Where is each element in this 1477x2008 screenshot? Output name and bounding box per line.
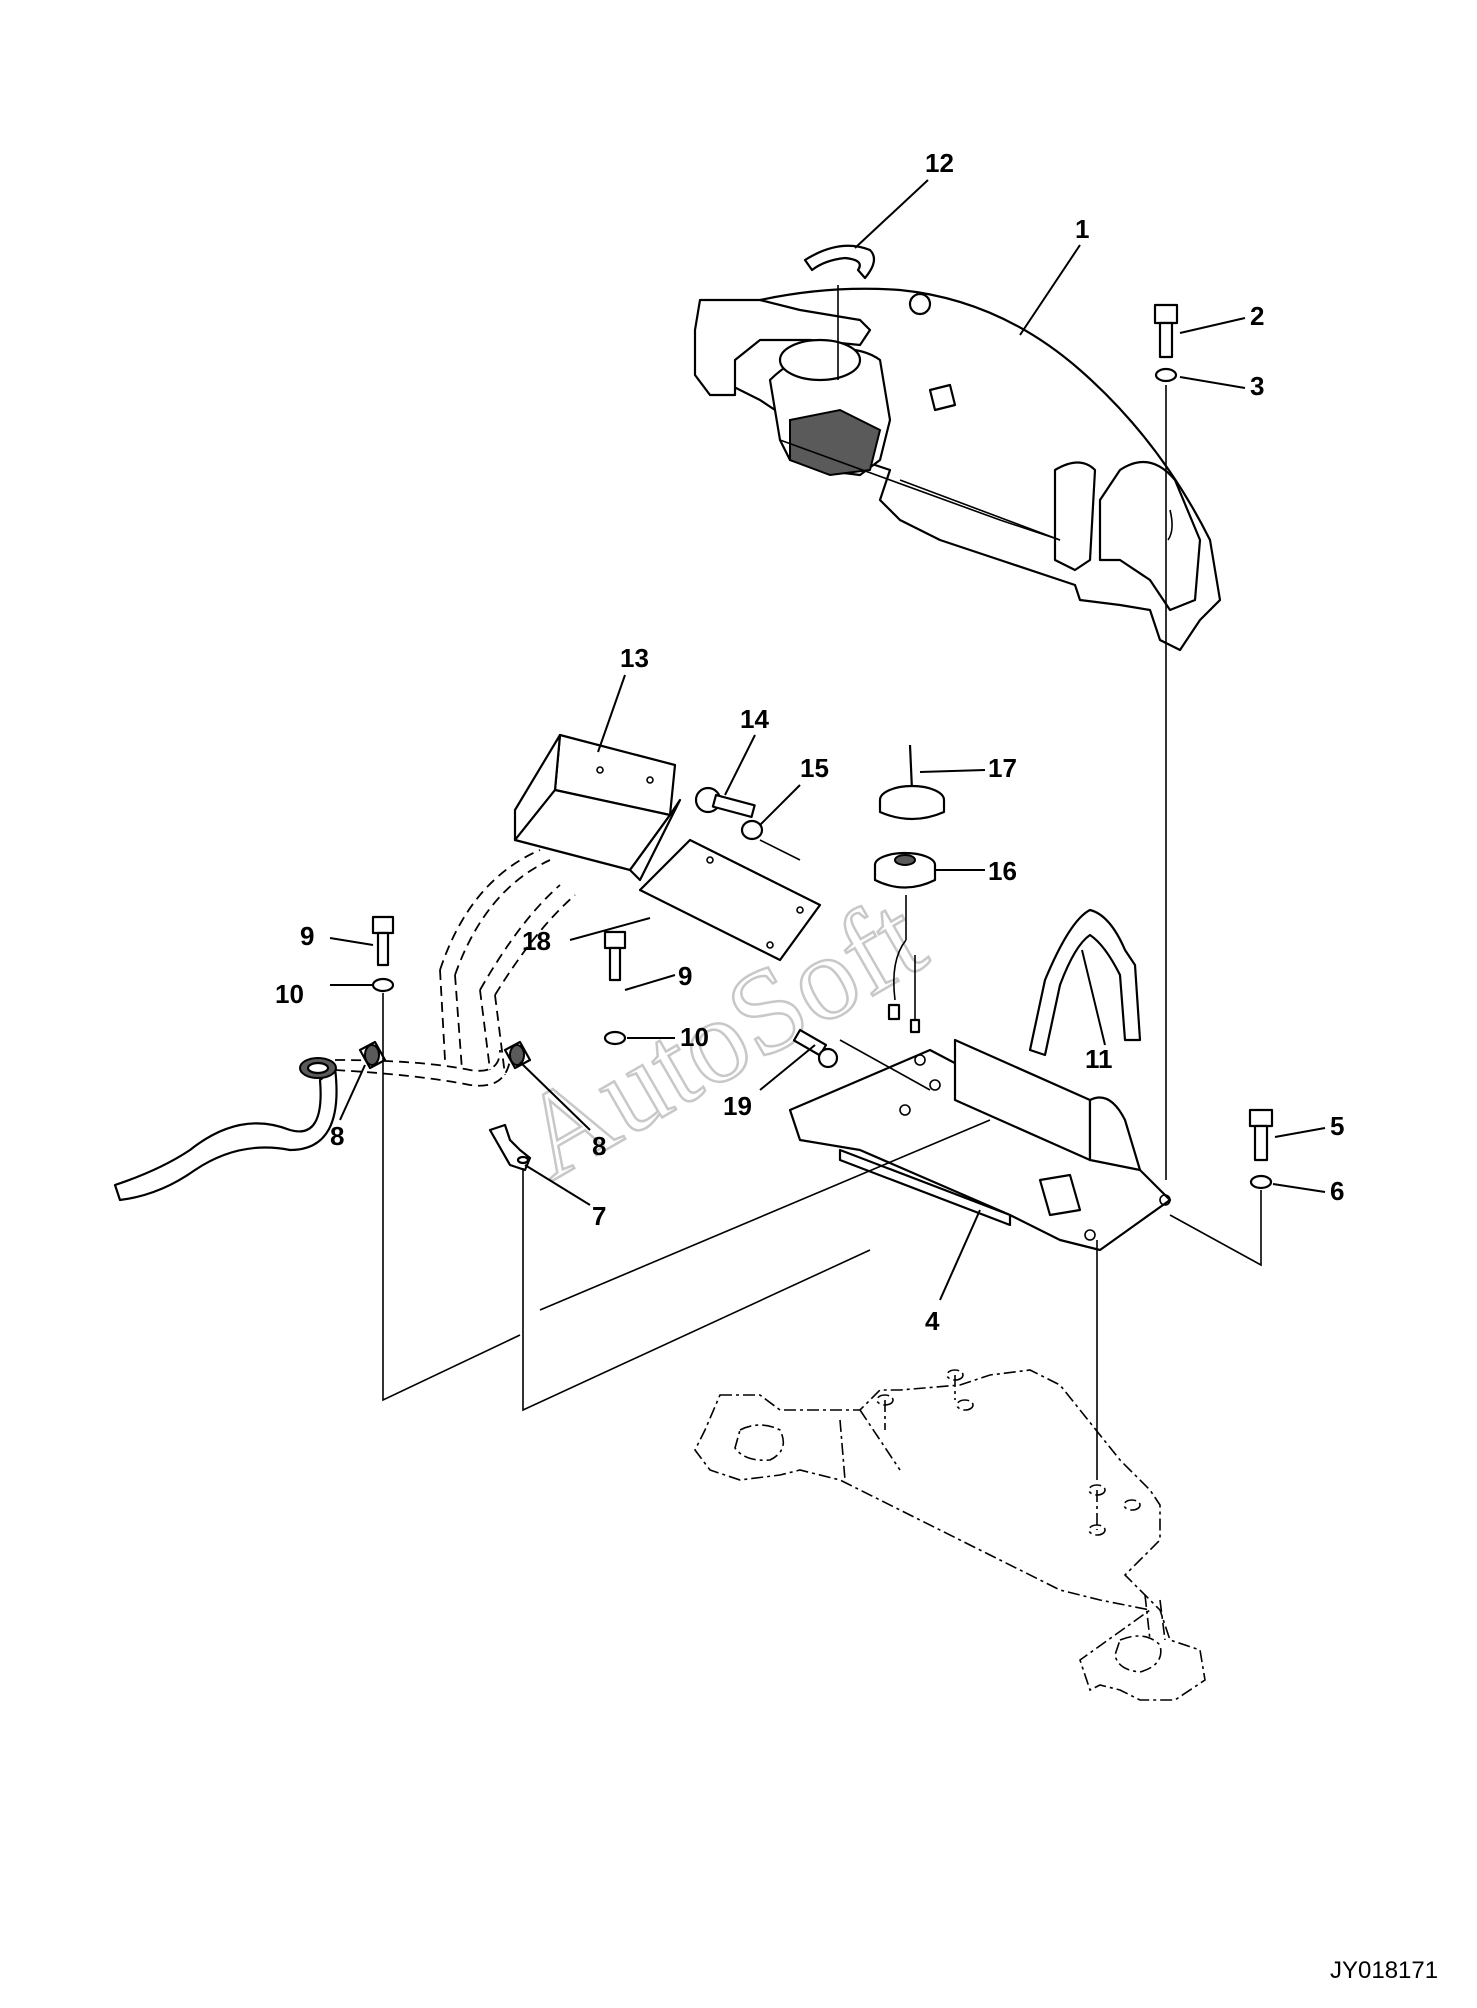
part-9-bolt-center [603, 930, 627, 982]
callout-1: 1 [1075, 214, 1089, 244]
part-5-bolt [1248, 1108, 1274, 1162]
leader-15 [759, 784, 801, 826]
part-10-washer-center [603, 1030, 627, 1046]
leader-5 [1274, 1127, 1326, 1138]
part-19-bolt [792, 1028, 839, 1069]
callout-12: 12 [925, 148, 954, 178]
leader-3 [1179, 376, 1246, 389]
callout-9a: 9 [300, 921, 314, 951]
callout-4: 4 [925, 1306, 940, 1336]
leader-19 [759, 1044, 816, 1091]
leader-12 [854, 179, 929, 249]
callout-8b: 8 [592, 1131, 606, 1161]
axis-tray-left [539, 1119, 991, 1311]
axis-bracket-19 [839, 1039, 931, 1091]
leader-4 [939, 1209, 981, 1301]
part-15-washer [740, 819, 764, 841]
axis-left-clamp [522, 1168, 871, 1412]
cable-harness [113, 849, 576, 1202]
drawing-id: JY018171 [1330, 1957, 1438, 1984]
leader-6 [1272, 1183, 1326, 1193]
part-12-clip [803, 244, 876, 280]
part-13-controller [513, 733, 682, 882]
leader-8a [339, 1064, 366, 1121]
callout-19: 19 [723, 1091, 752, 1121]
callout-3: 3 [1250, 371, 1264, 401]
axis-15-18 [759, 839, 801, 861]
part-7-hole [516, 1155, 530, 1165]
callout-15: 15 [800, 753, 829, 783]
leader-13 [597, 674, 626, 753]
leader-2 [1179, 317, 1246, 334]
leader-8b [519, 1061, 591, 1131]
callout-7: 7 [592, 1201, 606, 1231]
part-1-cover [693, 287, 1222, 652]
leader-7 [524, 1164, 591, 1206]
leader-9b [624, 974, 676, 991]
leader-18 [569, 917, 651, 941]
callout-2: 2 [1250, 301, 1264, 331]
machine-frame [694, 1369, 1206, 1701]
callout-16: 16 [988, 856, 1017, 886]
part-9-bolt-left [371, 915, 395, 967]
leader-1 [1019, 244, 1081, 336]
part-14-bolt [694, 786, 756, 819]
callout-9b: 9 [678, 961, 692, 991]
part-4-tray [788, 1038, 1172, 1252]
part-16-mount [873, 851, 937, 1034]
callout-10b: 10 [680, 1022, 709, 1052]
leader-17 [919, 769, 986, 773]
callout-14: 14 [740, 704, 769, 734]
part-10-washer-left [371, 977, 395, 993]
part-6-washer [1249, 1174, 1273, 1190]
part-18-bracket [638, 838, 822, 962]
part-8-clamp-right [503, 1040, 532, 1070]
part-8-clamp-left [358, 1040, 387, 1070]
part-3-washer [1154, 367, 1178, 383]
leader-14 [724, 734, 756, 796]
axis-left-bolt [382, 993, 521, 1402]
callout-6: 6 [1330, 1176, 1344, 1206]
callout-10a: 10 [275, 979, 304, 1009]
callout-18: 18 [522, 926, 551, 956]
callout-13: 13 [620, 643, 649, 673]
axis-5-6 [1169, 1190, 1262, 1267]
callout-11: 11 [1085, 1044, 1113, 1074]
leader-11 [1081, 949, 1106, 1046]
callout-17: 17 [988, 753, 1017, 783]
part-2-bolt [1153, 303, 1179, 359]
callout-5: 5 [1330, 1111, 1344, 1141]
part-11-strap [1028, 908, 1142, 1057]
leader-9a [329, 937, 374, 946]
callout-8a: 8 [330, 1121, 344, 1151]
part-17-antenna [878, 744, 946, 821]
